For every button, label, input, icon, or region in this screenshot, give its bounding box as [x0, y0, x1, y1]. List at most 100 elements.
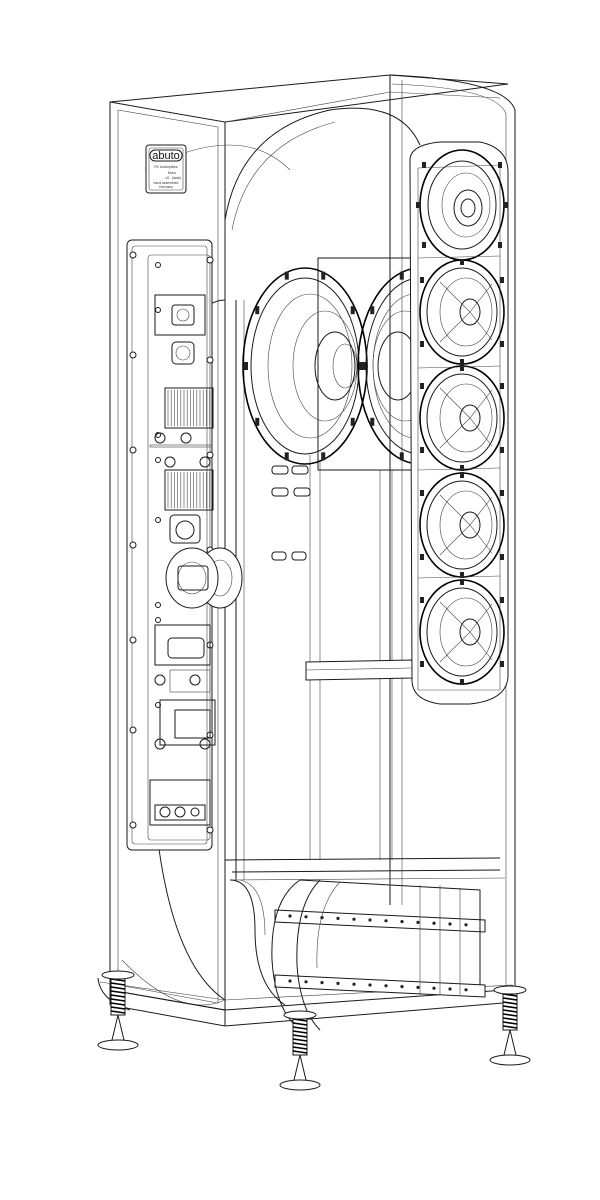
driver-surround	[426, 480, 498, 570]
screw-icon	[350, 306, 355, 315]
spike-foot	[489, 985, 531, 1066]
foot-spike	[503, 1029, 517, 1056]
driver-dustcap	[459, 511, 481, 539]
screw-icon	[500, 383, 504, 389]
driver-cone	[439, 490, 493, 560]
midrange-driver	[419, 365, 505, 471]
screw-icon	[432, 986, 436, 990]
midrange-driver	[419, 579, 505, 685]
screw-icon	[464, 988, 468, 992]
screw-icon	[362, 362, 366, 370]
screw-icon	[420, 447, 424, 453]
screw-icon	[368, 918, 372, 922]
screw-icon	[500, 277, 504, 283]
thread-line	[110, 998, 126, 1002]
thread-line	[292, 1038, 308, 1042]
screw-icon	[460, 579, 464, 585]
foot-spike	[111, 1014, 125, 1041]
badge-line-2: Mono	[168, 171, 177, 175]
thread-line	[502, 1009, 518, 1013]
screw-icon	[206, 451, 214, 459]
foot-base	[279, 1079, 321, 1091]
screw-icon	[420, 277, 424, 283]
thread-line	[292, 1050, 308, 1054]
badge-line-3: - v0 - [data]	[163, 176, 180, 180]
foot-nut	[493, 985, 527, 995]
screw-icon	[420, 597, 424, 603]
screw-icon	[399, 452, 404, 461]
brand-badge: abuto RC Audiophiles Mono - v0 - [data] …	[145, 144, 187, 194]
screw-icon	[498, 162, 502, 168]
screw-icon	[320, 916, 324, 920]
screw-icon	[288, 979, 292, 983]
screw-icon	[420, 383, 424, 389]
driver-basket	[469, 389, 493, 447]
screw-icon	[420, 490, 424, 496]
thread-line	[502, 1001, 518, 1005]
screw-icon	[370, 306, 375, 315]
foot-base	[489, 1054, 531, 1066]
screw-icon	[129, 351, 137, 359]
thread-line	[292, 1022, 308, 1026]
screw-icon	[321, 271, 326, 280]
thread-line	[502, 1005, 518, 1009]
screw-icon	[504, 202, 508, 208]
screw-icon	[420, 554, 424, 560]
driver-surround	[426, 587, 498, 677]
thread-line	[292, 1030, 308, 1034]
screw-icon	[206, 356, 214, 364]
screw-icon	[500, 554, 504, 560]
thread-line	[292, 1042, 308, 1046]
screw-icon	[129, 541, 137, 549]
thread-line	[292, 1046, 308, 1050]
screw-icon	[400, 920, 404, 924]
screw-icon	[352, 982, 356, 986]
screw-icon	[500, 597, 504, 603]
screw-icon	[416, 985, 420, 990]
thread-line	[502, 1021, 518, 1025]
driver-dustcap	[459, 298, 481, 326]
badge-line-4: hand assembled	[154, 181, 179, 185]
thread-line	[110, 994, 126, 998]
screw-icon	[420, 341, 424, 347]
thread-line	[110, 982, 126, 986]
foot-spike	[293, 1054, 307, 1081]
screw-icon	[460, 465, 464, 471]
thread-line	[110, 1002, 126, 1006]
screw-icon	[155, 617, 161, 623]
thread-line	[110, 990, 126, 994]
screw-icon	[400, 985, 404, 989]
screw-icon	[384, 919, 388, 923]
screw-icon	[384, 984, 388, 988]
crossover-board	[126, 239, 243, 851]
screw-icon	[129, 446, 137, 454]
screw-icon	[155, 307, 161, 313]
screw-icon	[460, 472, 464, 478]
screw-icon	[304, 980, 308, 984]
thread-line	[110, 1010, 126, 1014]
driver-cone	[439, 597, 493, 667]
screw-icon	[255, 417, 260, 426]
screw-icon	[155, 602, 161, 608]
screw-icon	[352, 917, 356, 921]
screw-icon	[368, 983, 372, 987]
screw-icon	[320, 981, 324, 985]
screw-icon	[304, 915, 308, 919]
screw-icon	[336, 981, 340, 986]
screw-icon	[129, 821, 137, 829]
thread-line	[502, 1013, 518, 1017]
driver-cone	[439, 277, 493, 347]
foot-nut	[283, 1010, 317, 1020]
spike-feet	[97, 970, 531, 1091]
badge-line-5: Germany	[159, 185, 173, 189]
foot-base	[97, 1039, 139, 1051]
screw-icon	[464, 923, 468, 927]
screw-icon	[359, 362, 363, 370]
screw-icon	[288, 914, 292, 918]
driver-basket	[469, 496, 493, 554]
badge-line-1: RC Audiophiles	[154, 165, 177, 169]
driver-surround	[426, 373, 498, 463]
screw-icon	[255, 306, 260, 315]
midrange-driver	[419, 259, 505, 365]
thread-line	[110, 986, 126, 990]
